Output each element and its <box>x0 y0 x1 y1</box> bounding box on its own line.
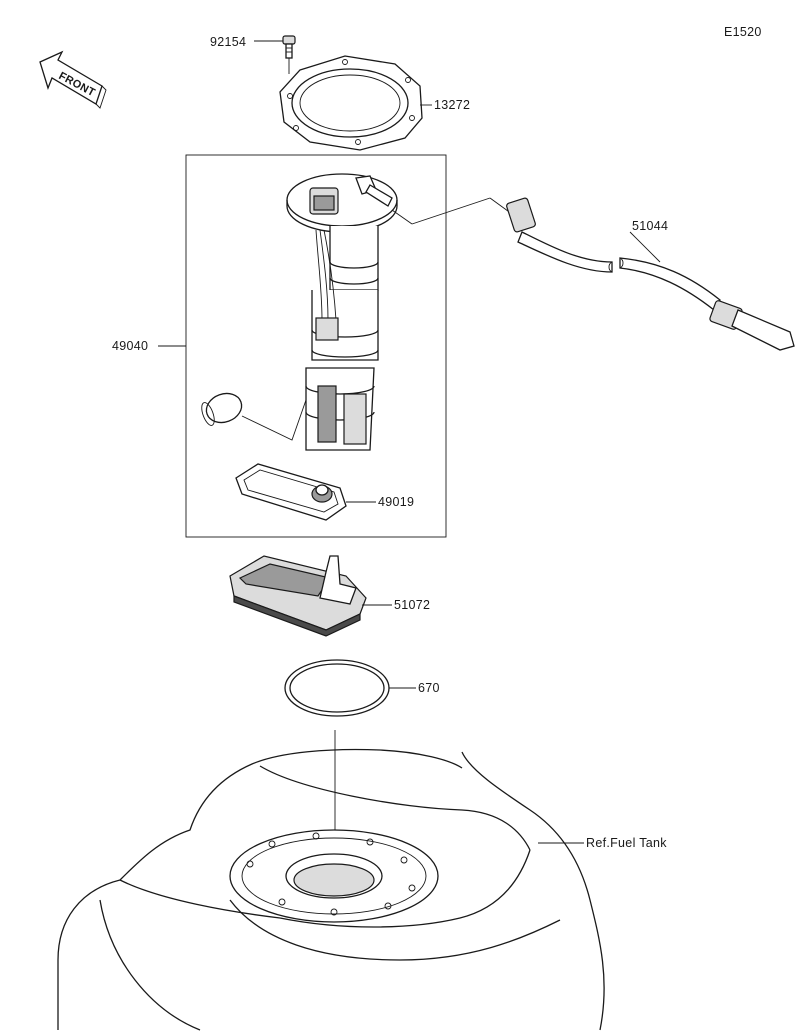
o-ring-670 <box>284 659 416 880</box>
label-51072: 51072 <box>394 598 430 612</box>
label-13272: 13272 <box>434 98 470 112</box>
label-670: 670 <box>418 681 440 695</box>
diagram-code: E1520 <box>724 25 762 39</box>
label-51044: 51044 <box>632 219 668 233</box>
label-49040: 49040 <box>112 339 148 353</box>
pump-bracket-51072 <box>229 555 392 637</box>
label-49019: 49019 <box>378 495 414 509</box>
fuel-tank-ref <box>57 748 605 1031</box>
bolt-92154 <box>254 35 296 59</box>
front-arrow-icon: FRONT <box>39 50 107 109</box>
retaining-plate-13272 <box>279 55 432 151</box>
fuel-filter-49019 <box>235 463 376 521</box>
fuel-pump-49040 <box>201 173 398 451</box>
label-92154: 92154 <box>210 35 246 49</box>
label-ref-fuel-tank: Ref.Fuel Tank <box>586 836 667 850</box>
fuel-hose-51044 <box>391 197 795 351</box>
